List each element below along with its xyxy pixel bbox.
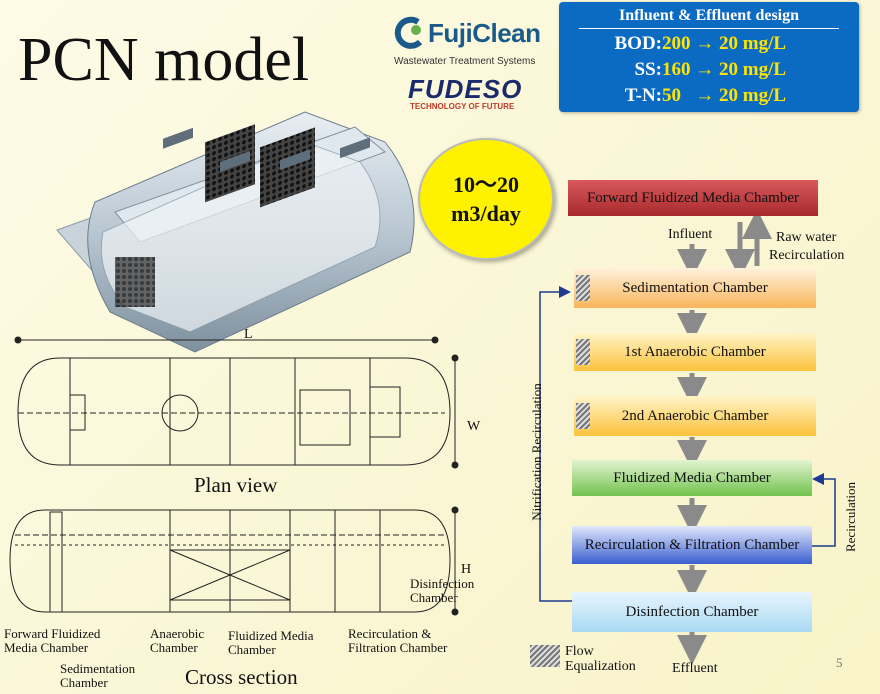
chamber-label: Forward Fluidized Media Chamber [586,189,800,206]
fujiclean-mark-icon [394,16,423,49]
fudeso-logo: FUDESO TECHNOLOGY OF FUTURE [408,74,538,111]
legend-hatch-swatch [530,645,560,667]
design-header: Influent & Effluent design [618,7,800,24]
influent-label: Influent [668,227,713,242]
plan-view-caption: Plan view [194,473,278,497]
label-recirculation-filtration: Recirculation &Filtration Chamber [348,626,448,655]
chamber-label: Recirculation & Filtration Chamber [584,536,800,553]
capacity-line2: m3/day [451,201,521,226]
chamber-disinfection: Disinfection Chamber [572,592,812,632]
design-label: T-N: [624,85,662,106]
chamber-sedimentation: Sedimentation Chamber [574,268,816,308]
section-height-label: H [461,562,472,577]
chamber-forward-fluidized: Forward Fluidized Media Chamber [568,180,818,216]
tank-3d-illustration [56,111,415,353]
fujiclean-logo: FujiClean Wastewater Treatment Systems [392,12,552,72]
plan-view-drawing [14,336,459,469]
flow-equalization-hatch [576,339,590,365]
flow-connectors [539,209,836,665]
chamber-1st-anaerobic: 1st Anaerobic Chamber [574,333,816,371]
cross-section-caption: Cross section [185,665,298,689]
plan-length-label: L [244,327,253,342]
chamber-recirculation-filtration: Recirculation & Filtration Chamber [572,526,812,564]
effluent-label: Effluent [672,661,718,676]
recirculation-loop [812,473,836,547]
chamber-label: 2nd Anaerobic Chamber [621,407,769,424]
plan-width-label: W [467,419,481,434]
page-title: PCN model [18,26,310,94]
design-label: SS: [634,59,662,80]
design-value: 50 → 20 mg/L [662,85,787,106]
capacity-line1: 10～20 [452,172,519,197]
fudeso-tagline: TECHNOLOGY OF FUTURE [410,102,515,111]
capacity-badge: 10～20 m3/day [418,138,554,260]
nitrification-recirculation-label: Nitrification Recirculation [529,383,544,521]
fujiclean-name: FujiClean [428,18,541,48]
flow-equalization-hatch [576,275,590,301]
chamber-2nd-anaerobic: 2nd Anaerobic Chamber [574,396,816,436]
chamber-label: 1st Anaerobic Chamber [624,343,766,360]
design-value: 160 → 20 mg/L [662,59,787,80]
design-divider [579,28,839,29]
page-number: 5 [836,655,843,670]
design-label: BOD: [614,33,663,54]
flow-equalization-hatch [576,403,590,429]
chamber-fluidized-media: Fluidized Media Chamber [572,460,812,496]
nitrification-loop [539,286,572,602]
design-row-tn: T-N:50 → 20 mg/L [559,83,859,109]
design-value: 200 → 20 mg/L [662,33,787,54]
design-row-ss: SS:160 → 20 mg/L [559,57,859,83]
fudeso-name: FUDESO [408,74,523,104]
raw-water-label: Raw water [776,230,837,245]
fujiclean-tagline: Wastewater Treatment Systems [394,56,536,67]
chamber-label: Disinfection Chamber [625,603,759,620]
chamber-label: Fluidized Media Chamber [613,469,771,486]
design-spec-box: Influent & Effluent design BOD:200 → 20 … [559,2,859,112]
design-row-bod: BOD:200 → 20 mg/L [559,31,859,57]
cross-section-drawing [9,506,459,616]
chamber-label: Sedimentation Chamber [622,279,768,296]
recirculation-label: Recirculation [843,481,858,553]
raw-water-recirc-label: Recirculation [769,248,845,263]
